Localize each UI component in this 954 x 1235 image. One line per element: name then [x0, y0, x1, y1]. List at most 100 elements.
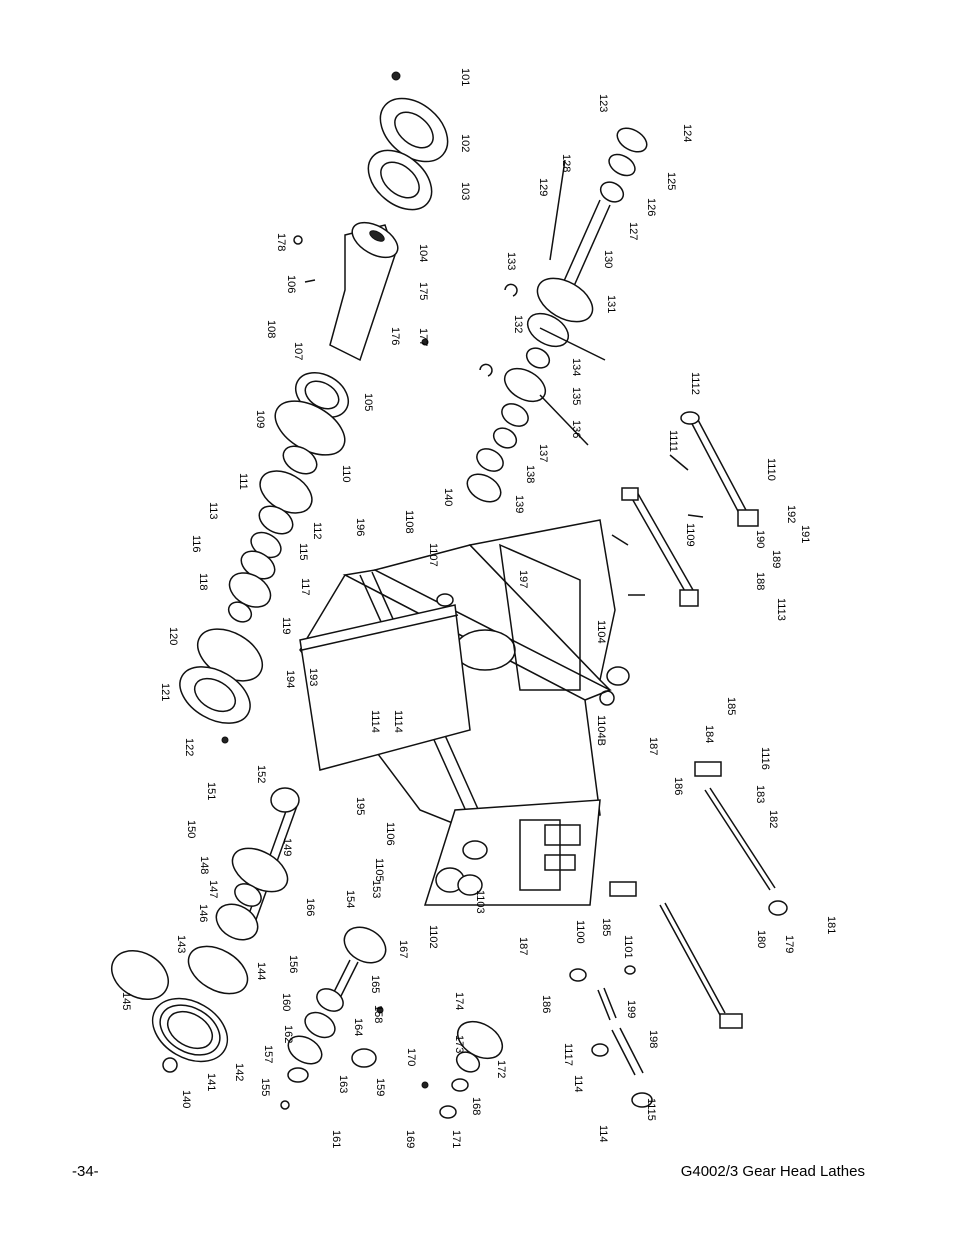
part-label: 193 — [307, 668, 319, 686]
part-label: 120 — [167, 627, 179, 645]
part-label: 171 — [450, 1130, 462, 1148]
part-label: 102 — [459, 134, 471, 152]
part-label: 1109 — [684, 523, 696, 547]
part-label: 111 — [237, 473, 249, 490]
document-title: G4002/3 Gear Head Lathes — [680, 1163, 865, 1180]
part-label: 151 — [205, 782, 217, 800]
part-label: 146 — [197, 904, 209, 922]
part-label: 1112 — [689, 372, 701, 395]
part-label: 1104B — [595, 715, 607, 746]
part-label: 153 — [370, 880, 382, 898]
part-label: 130 — [602, 250, 614, 268]
part-label: 1101 — [622, 935, 634, 959]
counter-shaft-assembly — [466, 127, 648, 503]
part-label: 156 — [287, 955, 299, 973]
part-label: 160 — [280, 993, 292, 1011]
part-label: 1108 — [403, 510, 415, 534]
part-label: 185 — [600, 918, 612, 936]
part-label: 175 — [417, 282, 429, 300]
part-label: 135 — [570, 387, 582, 405]
part-label: 181 — [825, 916, 837, 934]
part-label: 182 — [767, 810, 779, 828]
part-label: 112 — [311, 522, 323, 540]
part-label: 166 — [304, 898, 316, 916]
part-label: 149 — [281, 838, 293, 856]
part-label: 198 — [647, 1030, 659, 1048]
part-label: 110 — [340, 465, 352, 483]
part-label: 179 — [783, 935, 795, 953]
part-label: 165 — [369, 975, 381, 993]
part-label: 1113 — [775, 598, 787, 621]
part-label: 184 — [703, 725, 715, 743]
part-label: 133 — [505, 252, 517, 270]
part-label: 1103 — [474, 890, 486, 914]
part-label: 136 — [570, 420, 582, 438]
part-label: 186 — [540, 995, 552, 1013]
front-cover-plate — [423, 799, 601, 906]
part-label: 189 — [770, 550, 782, 568]
part-label: 104 — [417, 244, 429, 262]
headstock-housing — [299, 519, 616, 831]
part-label: 134 — [570, 358, 582, 376]
part-label: 126 — [645, 198, 657, 216]
part-label: 109 — [254, 410, 266, 428]
part-label: 105 — [362, 393, 374, 411]
part-label: 167 — [397, 940, 409, 958]
part-label: 169 — [404, 1130, 416, 1148]
part-label: 143 — [175, 935, 187, 953]
part-label: 197 — [517, 570, 529, 588]
shifter-lower-right — [569, 965, 653, 1108]
part-label: 176 — [389, 327, 401, 345]
part-label: 154 — [344, 890, 356, 908]
part-label: 127 — [627, 222, 639, 240]
part-label: 194 — [284, 670, 296, 688]
part-label: 116 — [190, 535, 202, 553]
part-label: 177 — [417, 328, 429, 346]
spindle-assembly — [179, 71, 449, 744]
part-label: 195 — [354, 797, 366, 815]
part-label: 145 — [120, 992, 132, 1010]
part-label: 125 — [665, 172, 677, 190]
part-label: 163 — [337, 1075, 349, 1093]
part-label: 180 — [755, 930, 767, 948]
part-label: 174 — [453, 992, 465, 1010]
part-label: 173 — [453, 1035, 465, 1053]
part-label: 199 — [625, 1000, 637, 1018]
part-label: 128 — [560, 154, 572, 172]
part-label: 142 — [233, 1063, 245, 1081]
part-label: 178 — [275, 233, 287, 251]
part-label: 132 — [512, 315, 524, 333]
part-label: 113 — [207, 502, 219, 520]
part-label: 186 — [672, 777, 684, 795]
part-label: 172 — [495, 1060, 507, 1078]
part-label: 168 — [470, 1097, 482, 1115]
part-label: 1114 — [369, 710, 381, 733]
part-label: 124 — [681, 124, 693, 142]
part-label: 155 — [259, 1078, 271, 1096]
part-label: 192 — [785, 505, 797, 523]
part-label: 138 — [524, 465, 536, 483]
part-label: 122 — [183, 738, 195, 756]
part-label: 121 — [159, 683, 171, 701]
part-label: 152 — [255, 765, 267, 783]
part-label: 187 — [517, 937, 529, 955]
part-label: 1105 — [373, 858, 385, 882]
part-label: 123 — [597, 94, 609, 112]
part-label: 115 — [297, 543, 309, 561]
part-label: 159 — [374, 1078, 386, 1096]
gear-train-lower-left — [111, 787, 300, 1073]
part-label: 190 — [754, 530, 766, 548]
part-label: 185 — [725, 697, 737, 715]
part-label: 1106 — [384, 822, 396, 846]
part-label: 1102 — [427, 925, 439, 949]
part-label: 147 — [207, 880, 219, 898]
part-label: 140 — [442, 488, 454, 506]
part-label: 162 — [282, 1025, 294, 1043]
part-label: 1110 — [765, 458, 777, 481]
part-label: 119 — [280, 617, 292, 635]
part-label: 170 — [405, 1048, 417, 1066]
part-label: 131 — [605, 295, 617, 313]
part-label: 1115 — [645, 1098, 657, 1121]
part-label: 117 — [299, 578, 311, 596]
